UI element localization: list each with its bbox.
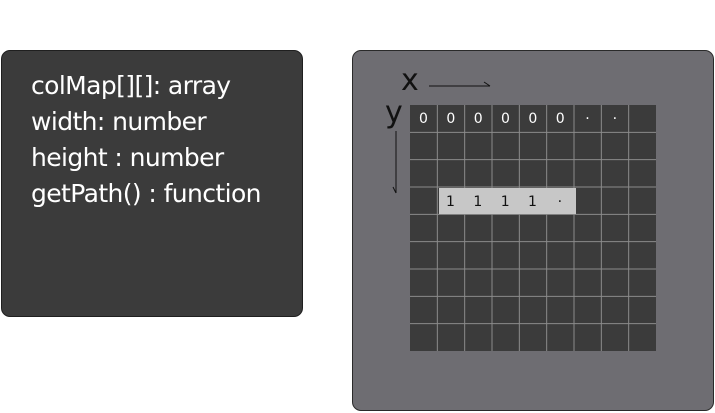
grid-cell-value: · xyxy=(585,111,590,127)
info-line-height: height : number xyxy=(31,143,224,172)
highlight-cell-value: 1 xyxy=(473,194,483,210)
y-axis-label: y xyxy=(385,95,403,130)
highlight-cell-value: 1 xyxy=(500,194,510,210)
highlight-cell-value: 1 xyxy=(528,194,537,210)
grid-cell-value: 0 xyxy=(419,111,428,127)
path-highlight-row xyxy=(439,188,576,214)
grid-cell-value: 0 xyxy=(555,111,565,127)
grid-cell-value: 0 xyxy=(473,111,483,127)
grid-cell-value: 0 xyxy=(446,111,456,127)
grid-cell-value: 0 xyxy=(528,111,538,127)
info-line-colmap: colMap[][]: array xyxy=(31,71,231,100)
x-axis-arrow xyxy=(429,81,491,87)
x-axis-label: x xyxy=(401,63,419,98)
collision-grid xyxy=(410,105,656,351)
grid-cell-value: · xyxy=(612,111,618,127)
highlight-cell-value: 1 xyxy=(446,194,455,210)
info-line-getpath: getPath() : function xyxy=(31,179,262,208)
highlight-cell-value: · xyxy=(557,194,563,210)
grid-cell-value: 0 xyxy=(501,111,510,127)
info-line-width: width: number xyxy=(31,107,207,136)
grid-lines xyxy=(410,105,656,351)
info-panel: colMap[][]: array width: number height :… xyxy=(1,50,303,317)
y-axis-arrow xyxy=(392,131,397,194)
